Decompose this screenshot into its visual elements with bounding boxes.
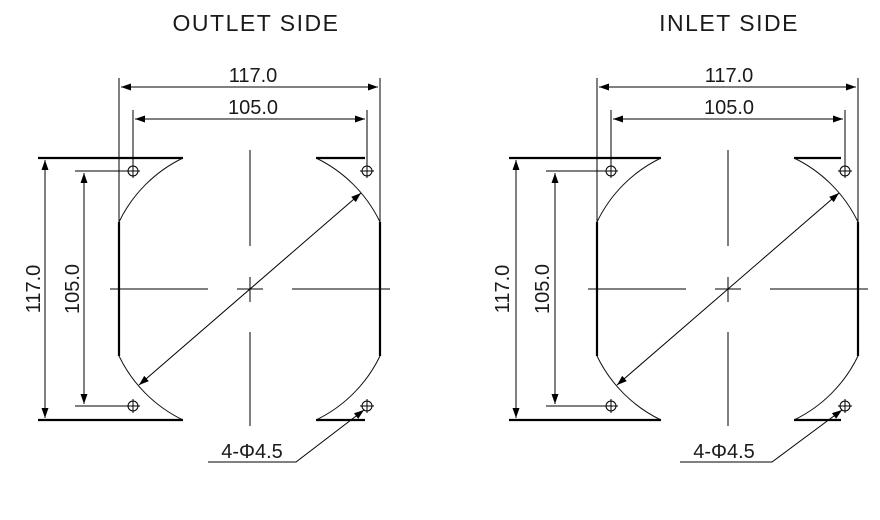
fan-blade-circle (596, 157, 859, 421)
mounting-hole (126, 399, 140, 413)
hole-spacing-width-dimension: 105.0 (132, 97, 368, 164)
hole-spacing-height-label: 105.0 (532, 264, 554, 314)
overall-height-dimension: 117.0 (492, 160, 520, 418)
mounting-hole (360, 399, 374, 413)
overall-height-label: 117.0 (492, 265, 514, 314)
hole-callout: 4-Φ4.5 (680, 409, 843, 463)
overall-width-dimension: 117.0 (596, 65, 859, 222)
hole-spacing-height-dimension: 105.0 (532, 170, 605, 407)
overall-width-dimension: 117.0 (118, 65, 381, 222)
hole-callout: 4-Φ4.5 (208, 409, 365, 463)
hole-callout-label: 4-Φ4.5 (693, 441, 755, 463)
mounting-hole (360, 164, 374, 178)
overall-height-label: 117.0 (23, 265, 45, 314)
diameter-line (616, 192, 840, 386)
overall-height-dimension: 117.0 (23, 160, 49, 418)
overall-width-label: 117.0 (229, 65, 278, 87)
mounting-hole (126, 164, 140, 178)
mounting-hole (604, 164, 618, 178)
hole-spacing-height-label: 105.0 (62, 264, 84, 314)
mounting-hole (604, 399, 618, 413)
hole-spacing-width-label: 105.0 (704, 97, 754, 119)
centerlines (110, 150, 390, 426)
outlet-side-view: OUTLET SIDE (23, 10, 390, 463)
hole-callout-label: 4-Φ4.5 (221, 441, 283, 463)
view-title: OUTLET SIDE (173, 10, 340, 36)
overall-width-label: 117.0 (705, 65, 754, 87)
hole-spacing-width-dimension: 105.0 (610, 97, 846, 164)
centerlines (588, 150, 868, 426)
mounting-hole (838, 399, 852, 413)
diameter-line (138, 192, 362, 386)
hole-spacing-width-label: 105.0 (228, 97, 278, 119)
view-title: INLET SIDE (659, 10, 799, 36)
inlet-side-view: INLET SIDE (492, 10, 868, 463)
fan-blade-circle (118, 157, 381, 421)
mounting-hole (838, 164, 852, 178)
hole-spacing-height-dimension: 105.0 (62, 170, 127, 407)
